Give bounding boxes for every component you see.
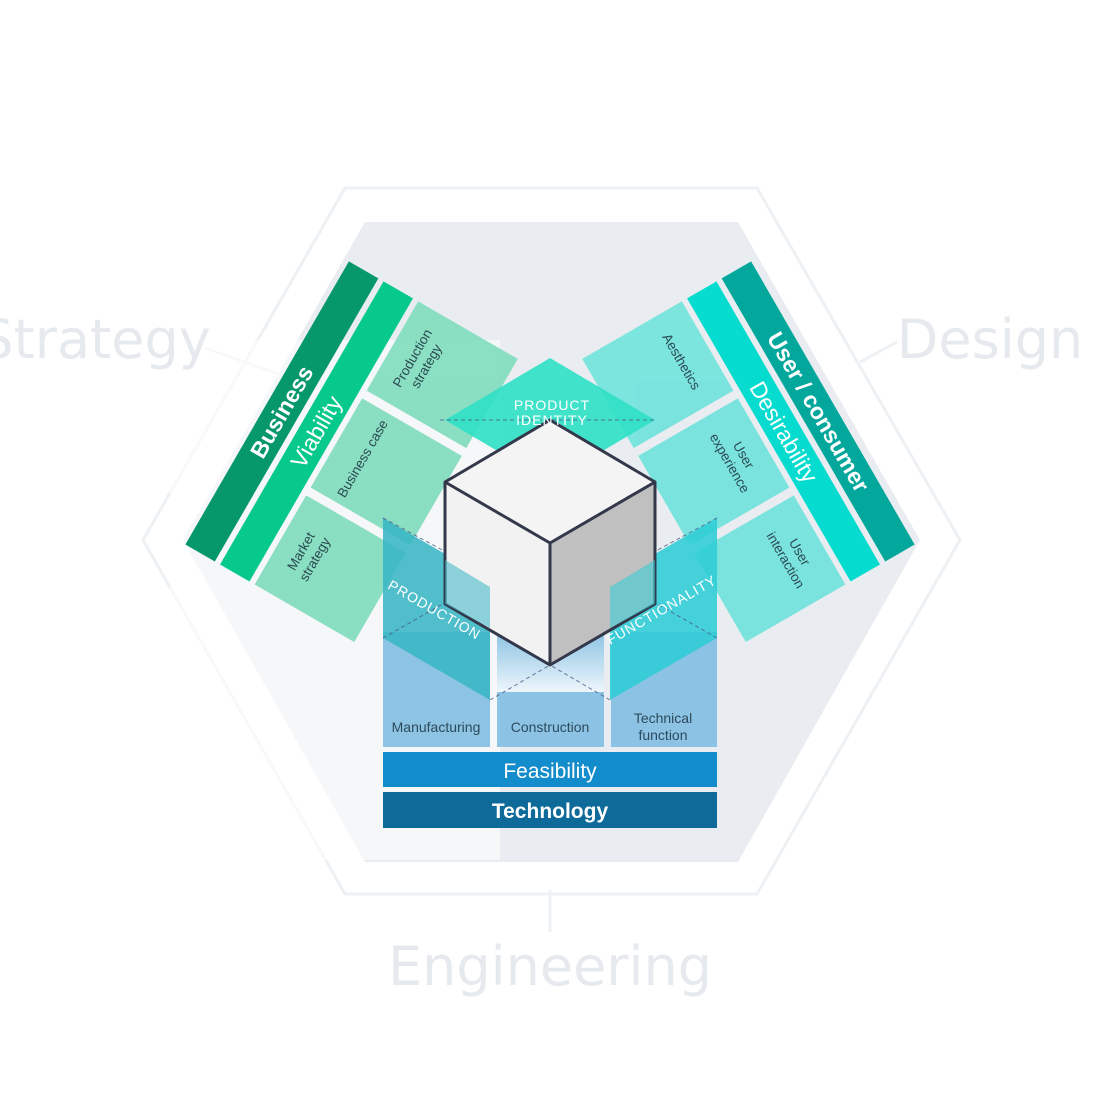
segment-market-strategy [254, 495, 406, 643]
corner-label-engineering: Engineering [388, 935, 712, 998]
segment-user-interaction [694, 495, 846, 643]
product-cube [443, 418, 657, 667]
corner-label-design: Design [897, 308, 1083, 371]
segment-business-case [310, 398, 462, 546]
functionality-band [610, 518, 717, 700]
desirability-bar [687, 281, 880, 582]
viability-bar [220, 281, 413, 582]
user-interaction-label: Userinteraction [764, 521, 822, 590]
technology-label: Technology [492, 800, 609, 823]
production-band [383, 518, 490, 700]
corner-label-strategy: Strategy [0, 308, 211, 371]
construction-label: Construction [511, 719, 590, 735]
feasibility-bar [383, 752, 717, 787]
segment-user-experience [638, 398, 790, 546]
feasibility-label: Feasibility [503, 760, 597, 783]
technology-bar [383, 792, 717, 828]
user-consumer-bar [721, 261, 915, 562]
business-bar [185, 261, 379, 562]
manufacturing-label: Manufacturing [392, 719, 481, 735]
